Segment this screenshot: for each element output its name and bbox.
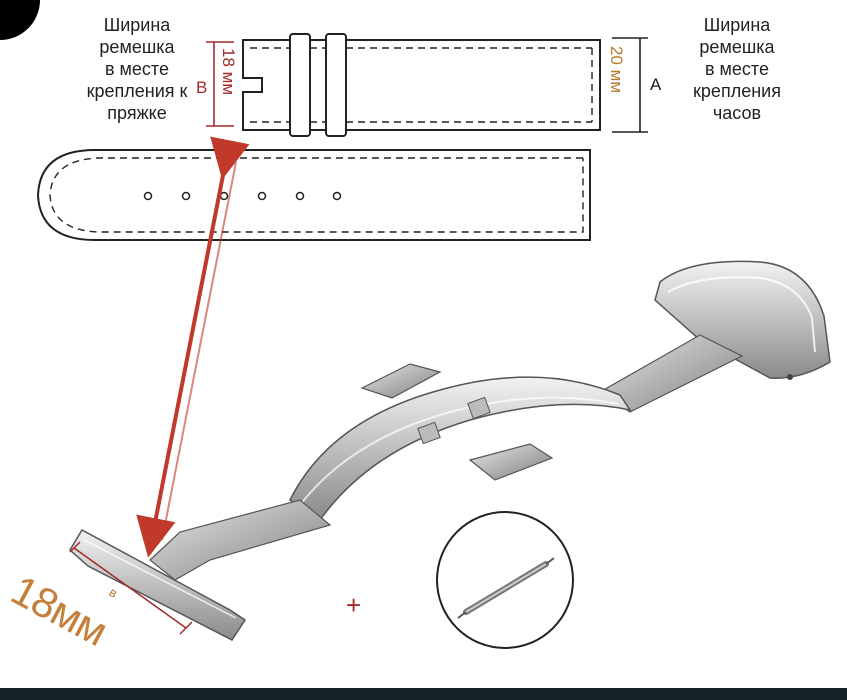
strap-loop-2: [325, 33, 347, 137]
clasp-width-dimension: [69, 541, 193, 635]
watch-end-width-caption: Ширина ремешка в месте крепления часов: [693, 15, 781, 123]
spring-bar-illustration: [436, 511, 574, 649]
butterfly-clasp: [69, 260, 831, 641]
bottom-bar: [0, 688, 847, 700]
strap-hole: [219, 191, 229, 201]
strap-hole: [295, 191, 305, 201]
lower-strap: [36, 149, 591, 241]
upper-strap: [242, 33, 601, 137]
dimension-letter-b: В: [196, 78, 208, 97]
strap-hole: [257, 191, 267, 201]
plus-sign: +: [346, 590, 362, 620]
strap-hole: [143, 191, 153, 201]
strap-hole: [181, 191, 191, 201]
dimension-letter-a: А: [650, 75, 662, 94]
dimension-bracket-a: [612, 37, 648, 133]
dimension-bracket-b: [206, 41, 234, 127]
strap-loop-1: [289, 33, 311, 137]
buckle-end-width-caption: Ширина ремешка в месте крепления к пряжк…: [86, 15, 188, 123]
strap-hole: [332, 191, 342, 201]
red-connector-arrow: [136, 136, 250, 558]
